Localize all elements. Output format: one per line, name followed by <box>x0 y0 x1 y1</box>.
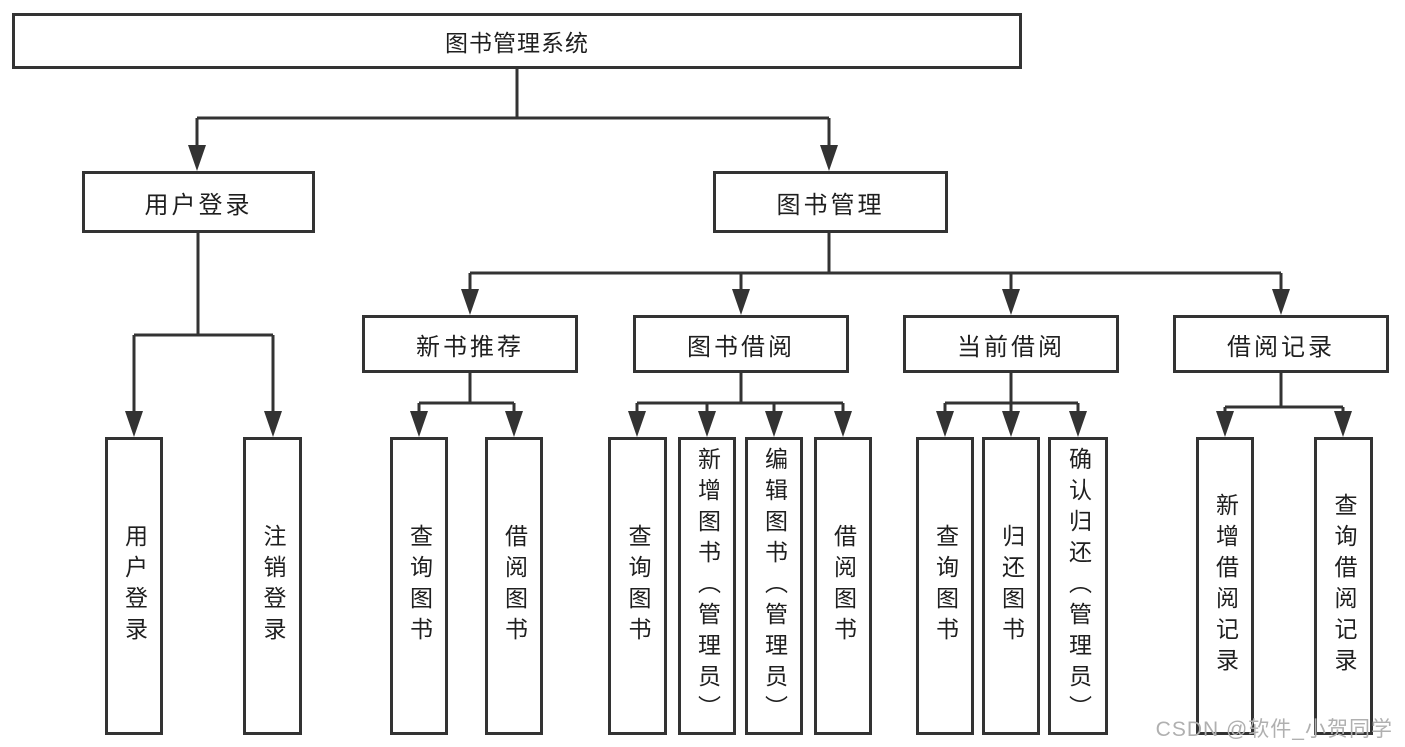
node-leaf-add-borrow-record: 新增借阅记录 <box>1196 437 1254 735</box>
node-label: 图书管理 <box>776 191 885 219</box>
node-leaf-return-book: 归还图书 <box>982 437 1040 735</box>
node-label: 图书管理系统 <box>445 30 589 56</box>
node-current-borrowing: 当前借阅 <box>903 315 1119 373</box>
node-label: 当前借阅 <box>957 333 1065 361</box>
node-label: 用户登录 <box>144 191 253 219</box>
node-leaf-add-book-admin: 新增图书（管理员） <box>678 437 736 735</box>
node-library-management-system: 图书管理系统 <box>12 13 1022 69</box>
node-book-borrowing: 图书借阅 <box>633 315 849 373</box>
node-leaf-query-books-1: 查询图书 <box>390 437 448 735</box>
node-label: 借阅记录 <box>1227 333 1335 361</box>
node-label: 归还图书 <box>998 524 1025 648</box>
node-leaf-logout: 注销登录 <box>243 437 302 735</box>
node-leaf-user-login: 用户登录 <box>105 437 163 735</box>
node-label: 图书借阅 <box>687 333 795 361</box>
node-label: 新增借阅记录 <box>1212 493 1239 679</box>
node-leaf-query-books-2: 查询图书 <box>608 437 667 735</box>
node-label: 查询借阅记录 <box>1331 493 1357 679</box>
csdn-watermark: CSDN @软件_小贺同学 <box>1155 718 1393 741</box>
node-user-login-branch: 用户登录 <box>82 171 315 233</box>
node-label: 查询图书 <box>932 524 959 648</box>
node-leaf-borrow-books-2: 借阅图书 <box>814 437 872 735</box>
node-label: 用户登录 <box>121 524 148 648</box>
arrowheads <box>125 145 1352 437</box>
node-label: 新书推荐 <box>416 333 524 361</box>
node-leaf-query-books-3: 查询图书 <box>916 437 974 735</box>
node-new-book-recommendation: 新书推荐 <box>362 315 578 373</box>
node-label: 查询图书 <box>406 524 433 648</box>
tree-edges <box>132 69 1345 416</box>
node-book-management-branch: 图书管理 <box>713 171 948 233</box>
node-label: 新增图书（管理员） <box>694 446 721 726</box>
node-label: 注销登录 <box>260 524 286 648</box>
node-label: 编辑图书（管理员） <box>761 446 788 726</box>
node-label: 借阅图书 <box>830 524 857 648</box>
node-label: 确认归还（管理员） <box>1065 446 1092 726</box>
node-leaf-borrow-books-1: 借阅图书 <box>485 437 543 735</box>
node-borrowing-records: 借阅记录 <box>1173 315 1389 373</box>
node-leaf-edit-book-admin: 编辑图书（管理员） <box>745 437 803 735</box>
node-label: 借阅图书 <box>501 524 528 648</box>
node-leaf-confirm-return-admin: 确认归还（管理员） <box>1048 437 1108 735</box>
node-leaf-query-borrow-record: 查询借阅记录 <box>1314 437 1373 735</box>
node-label: 查询图书 <box>625 524 651 648</box>
